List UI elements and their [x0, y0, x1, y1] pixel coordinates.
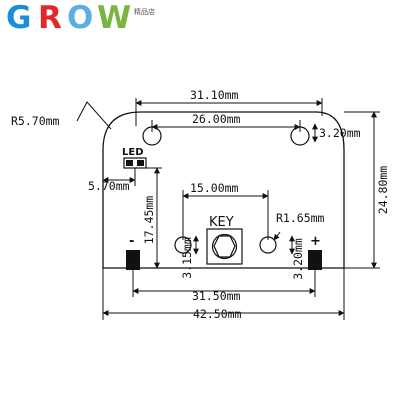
dim-button-spacing: 15.00mm	[190, 181, 239, 195]
dim-led-offset: 5.70mm	[88, 179, 130, 193]
led-component: LED	[122, 147, 147, 169]
dim-total-width: 42.50mm	[193, 307, 242, 321]
negative-pad	[126, 250, 140, 270]
logo-letter-g: G	[6, 0, 31, 36]
dim-inner-width: 26.00mm	[192, 112, 241, 126]
board-outline	[102, 111, 345, 269]
led-label: LED	[122, 147, 144, 158]
dim-hole-offset-right: 3.20mm	[319, 126, 361, 140]
key-button: KEY	[206, 215, 243, 265]
dim-pad-spacing: 31.50mm	[192, 289, 241, 303]
dim-left-small: 3.15mm	[180, 237, 194, 279]
dim-hole-radius: R1.65mm	[276, 211, 325, 225]
grow-logo: G R O W 精品店	[6, 0, 155, 36]
logo-letter-r: R	[38, 0, 62, 36]
dim-right-small: 3.20mm	[291, 238, 305, 280]
logo-letter-o: O	[67, 0, 93, 36]
dim-vertical-pos: 17.45mm	[142, 196, 156, 245]
key-label: KEY	[209, 215, 234, 230]
logo-tagline: 精品店	[134, 7, 155, 16]
positive-pad	[308, 250, 322, 270]
dimension-lines	[76, 98, 380, 320]
positive-label: +	[310, 234, 321, 249]
dim-hole-spacing-top: 31.10mm	[190, 88, 239, 102]
negative-label: -	[129, 234, 134, 249]
dim-height: 24.80mm	[376, 166, 390, 215]
logo-letter-w: W	[97, 0, 131, 36]
dim-corner-radius: R5.70mm	[11, 114, 60, 128]
